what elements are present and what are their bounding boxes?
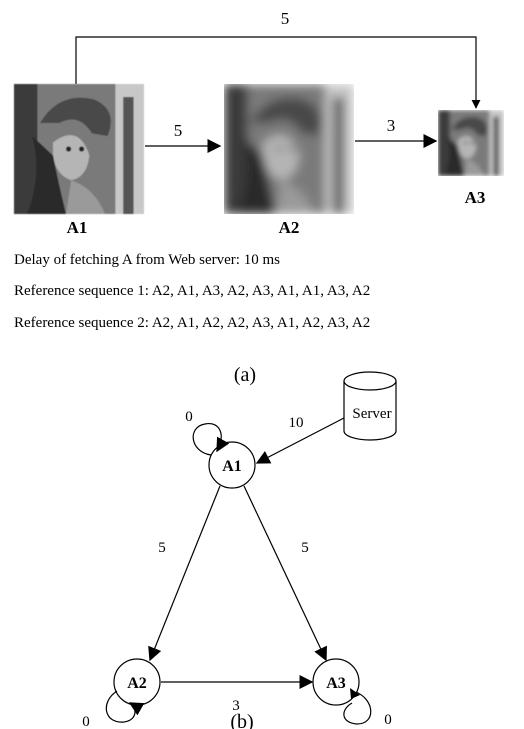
- image-a3: [438, 110, 504, 176]
- label-a2: A2: [279, 218, 300, 237]
- edge-a1-a3-graph-weight: 5: [301, 540, 309, 556]
- label-a3: A3: [465, 188, 486, 207]
- node-a1: [208, 441, 256, 489]
- reference-sequence-1: Reference sequence 1: A2, A1, A3, A2, A3…: [14, 283, 370, 299]
- edge-server-a1: [255, 417, 345, 464]
- server-label: Server: [352, 406, 391, 422]
- node-a3: [312, 658, 360, 706]
- self-loop-a3-arrowhead: [350, 688, 360, 699]
- self-loop-a1-weight: 0: [185, 409, 193, 425]
- edge-a1-a2-graph: [148, 485, 221, 662]
- self-loop-a3: [343, 691, 372, 725]
- edge-a2-a3-graph-weight: 3: [232, 698, 240, 714]
- edge-server-a1-weight: 10: [289, 415, 304, 431]
- node-a1-label: A1: [222, 458, 242, 475]
- server-database-icon: [343, 371, 397, 441]
- delay-text: Delay of fetching A from Web server: 10 …: [14, 252, 280, 268]
- image-a1: [14, 84, 144, 214]
- self-loop-a2: [105, 690, 145, 723]
- node-a2-label: A2: [127, 675, 147, 692]
- edge-a1-a2-graph-weight: 5: [158, 540, 166, 556]
- edge-a1-a3-weight: 5: [281, 9, 290, 28]
- node-a3-label: A3: [326, 675, 346, 692]
- edge-a1-a3-top: [75, 36, 481, 109]
- self-loop-a1: [192, 423, 230, 456]
- reference-sequence-2: Reference sequence 2: A2, A1, A2, A2, A3…: [14, 315, 370, 331]
- caption-a: (a): [234, 364, 256, 386]
- caption-b: (b): [230, 711, 253, 729]
- edge-a1-a2-weight: 5: [174, 121, 183, 140]
- edge-a1-a3-graph: [243, 485, 327, 662]
- self-loop-a2-weight: 0: [82, 714, 90, 729]
- image-a2: [224, 84, 354, 214]
- edge-a2-a3-weight: 3: [387, 116, 396, 135]
- self-loop-a3-weight: 0: [384, 712, 392, 728]
- label-a1: A1: [67, 218, 88, 237]
